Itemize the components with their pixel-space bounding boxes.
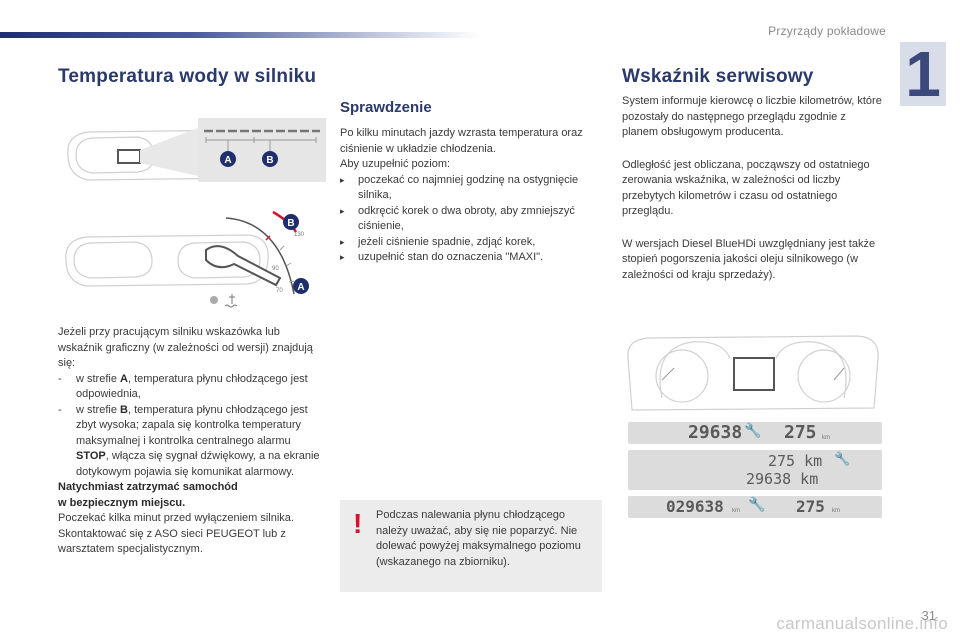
warning-text: Podczas nalewania płynu chłodzącego nale… [376,509,581,568]
service-p2: Odległość jest obliczana, począwszy od o… [622,158,870,218]
service-p1: System informuje kierowcę o liczbie kilo… [622,95,882,138]
page-number: 31 [921,608,936,623]
svg-text:B: B [266,155,273,166]
svg-text:B: B [287,218,294,229]
service-p3: W wersjach Diesel BlueHDi uwzględniany j… [622,237,876,281]
wait-text: Poczekać kilka minut przed wyłączeniem s… [58,512,294,524]
warning-note: ! Podczas nalewania płynu chłodzącego na… [340,500,602,592]
check-step: ▸poczekać co najmniej godzinę na ostygni… [340,173,579,202]
header-gradient-bar [0,32,480,38]
contact-text: Skontaktować się z ASO sieci PEUGEOT lub… [58,527,286,556]
engine-temp-title: Temperatura wody w silniku [58,66,317,87]
intro-text: Jeżeli przy pracującym silniku wskazówka… [58,326,313,369]
zone-a-marker [220,151,236,167]
wrench-icon: 🔧 [748,497,766,513]
wrench-icon: 🔧 [834,452,851,467]
service-title: Wskaźnik serwisowy [622,66,814,87]
svg-text:90: 90 [272,266,279,272]
zone-a-item: -w strefie A, temperatura płynu chłodząc… [58,372,308,401]
svg-text:130: 130 [294,232,305,238]
check-step: ▸uzupełnić stan do oznaczenia "MAXI". [340,251,544,263]
service-display-2: 275 km 🔧 29638 km [628,450,882,490]
service-display-1: 29638 🔧 275 km [628,422,882,444]
chapter-tab: 1 [900,42,946,106]
check-step: ▸jeżeli ciśnienie spadnie, zdjąć korek, [340,235,536,248]
check-step: ▸odkręcić korek o dwa obroty, aby zmniej… [340,204,575,233]
watermark: carmanualsonline.info [776,614,948,633]
check-fill: Aby uzupełnić poziom: [340,158,451,170]
zone-b-item: -w strefie B, temperatura płynu chłodząc… [58,403,320,478]
warning-icon: ! [353,508,363,539]
zone-b-marker [262,151,278,167]
svg-text:70: 70 [276,288,283,294]
svg-text:A: A [224,155,231,166]
engine-temp-body: Jeżeli przy pracującym silniku wskazówka… [58,325,322,558]
indicator-light-icon [210,296,218,304]
wrench-icon: 🔧 [744,423,762,439]
coolant-temperature-icon [224,294,238,308]
service-body: System informuje kierowcę o liczbie kilo… [622,94,884,283]
service-display-3: 029638 km 🔧 275 km [628,496,882,518]
check-body: Po kilku minutach jazdy wzrasta temperat… [340,126,598,266]
chapter-number: 1 [905,38,941,110]
check-intro: Po kilku minutach jazdy wzrasta temperat… [340,127,583,155]
section-title: Przyrządy pokładowe [768,24,886,38]
service-cluster-illustration [627,335,879,411]
instrument-cluster-illustration: A B 90 70 130 B A [65,118,326,308]
check-title: Sprawdzenie [340,99,432,116]
svg-text:A: A [297,282,304,293]
